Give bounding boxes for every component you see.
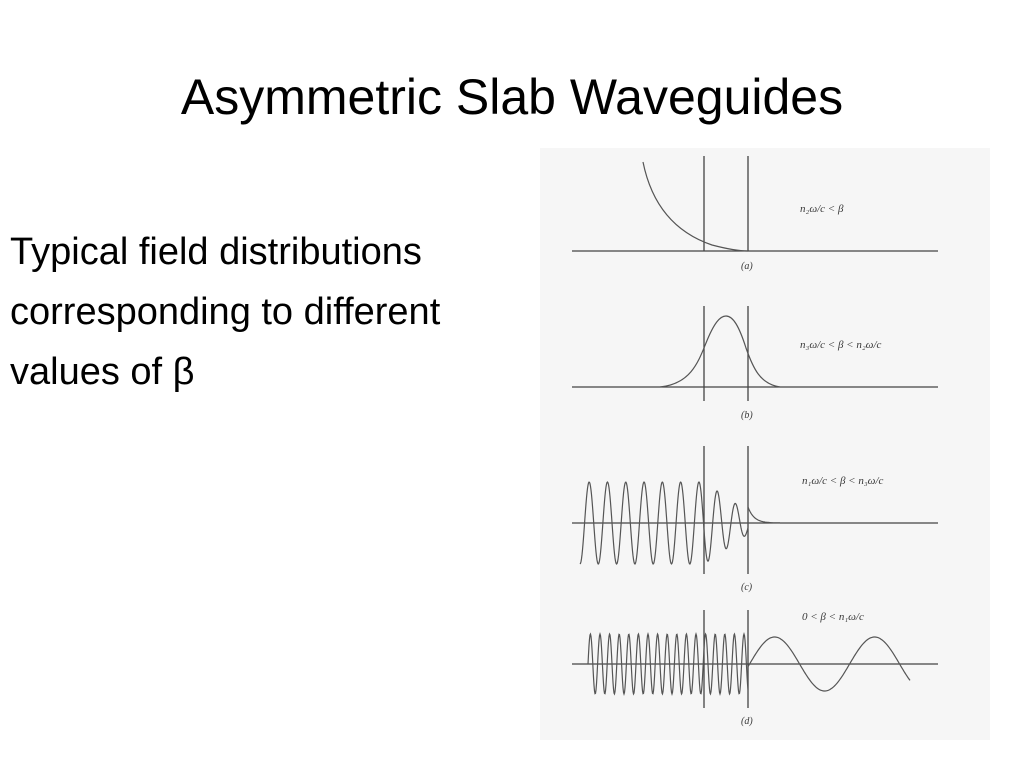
slide-title: Asymmetric Slab Waveguides — [180, 69, 844, 125]
panel-a-condition: n₂ω/c < β — [800, 203, 844, 215]
body-line: Typical field distributions — [10, 231, 422, 273]
body-line: values of β — [10, 351, 195, 393]
panel-b-tag: (b) — [741, 410, 753, 421]
panel-c-condition: n₁ω/c < β < n₃ω/c — [802, 475, 884, 487]
panel-a-field-curve — [642, 161, 749, 252]
body-line: corresponding to different — [10, 291, 441, 333]
panel-d-tag: (d) — [741, 716, 753, 727]
panel-d-condition: 0 < β < n₁ω/c — [802, 611, 864, 623]
panel-b: n₃ω/c < β < n₂ω/c (b) — [572, 306, 938, 421]
field-distribution-diagram: n₂ω/c < β (a) n₃ω/c < β < n₂ω/c (b) n₁ω/… — [572, 156, 938, 727]
field-distribution-figure: n₂ω/c < β (a) n₃ω/c < β < n₂ω/c (b) n₁ω/… — [540, 148, 990, 740]
panel-d: 0 < β < n₁ω/c (d) — [572, 610, 938, 727]
body-text: Typical field distributions correspondin… — [10, 222, 555, 402]
panel-c-tag: (c) — [741, 582, 753, 593]
panel-b-condition: n₃ω/c < β < n₂ω/c — [800, 339, 882, 351]
panel-d-field-curve — [587, 631, 911, 697]
panel-b-field-curve — [659, 315, 781, 388]
panel-c-field-curve — [579, 481, 780, 565]
panel-c: n₁ω/c < β < n₃ω/c (c) — [572, 446, 938, 593]
panel-a-tag: (a) — [741, 261, 753, 272]
panel-a: n₂ω/c < β (a) — [572, 156, 938, 272]
